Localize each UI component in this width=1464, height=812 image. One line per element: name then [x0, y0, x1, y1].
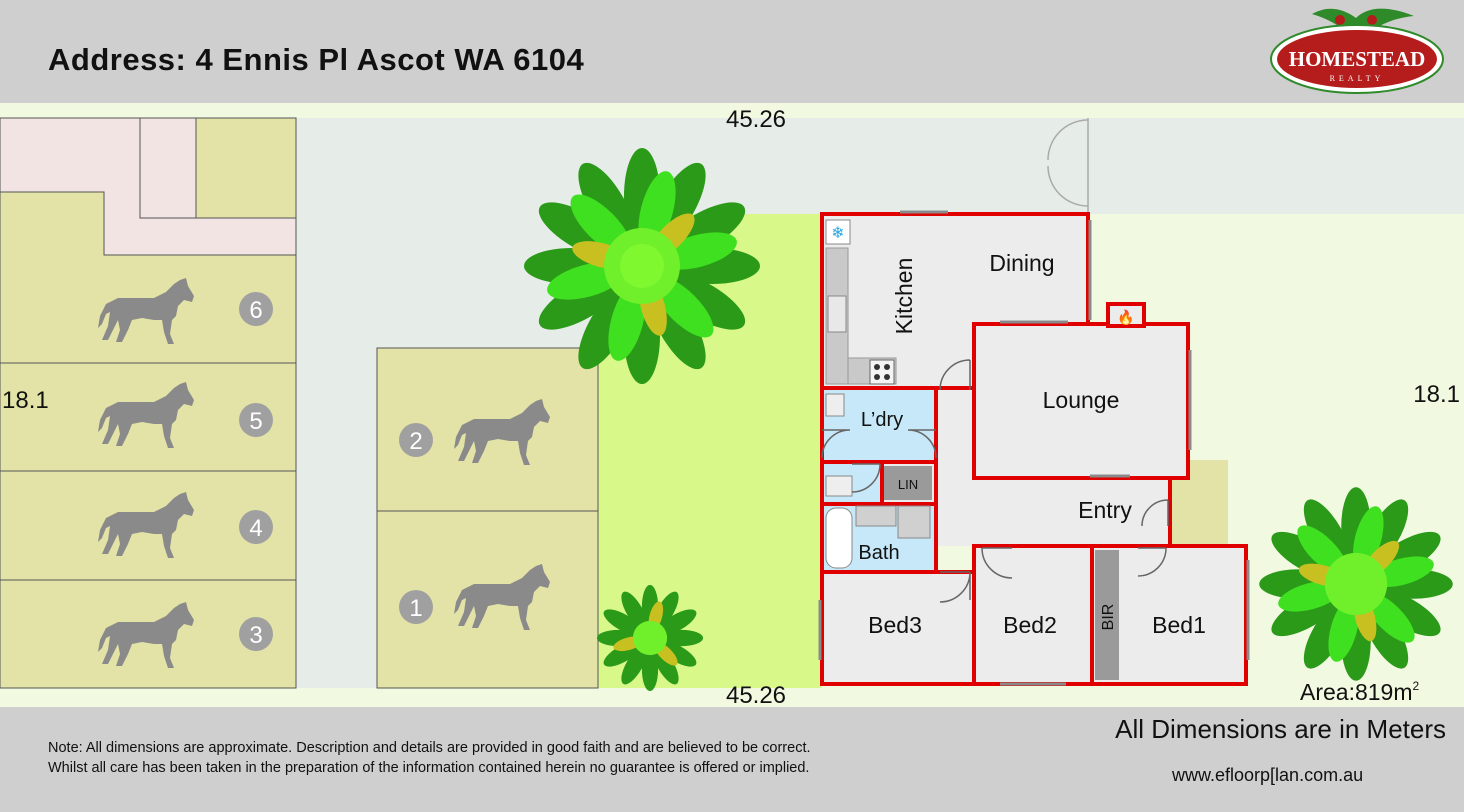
room-label-bir: BIR: [1100, 604, 1117, 631]
fireplace: [1106, 302, 1146, 328]
tree-icon: [596, 584, 704, 692]
tree-icon: [1259, 487, 1453, 681]
bed2-room: [972, 544, 1094, 686]
stable-number: 4: [249, 515, 262, 542]
logo-brand: HOMESTEAD: [1289, 47, 1426, 71]
room-label-dining: Dining: [989, 250, 1054, 276]
stable-block-left: [0, 117, 297, 689]
dimension-left: 18.1: [2, 387, 49, 414]
fire-icon: 🔥: [1117, 309, 1134, 326]
trough-icon: [825, 393, 845, 417]
area-label: Area:819m2: [1300, 679, 1420, 705]
header-bar: [0, 0, 1464, 103]
disclaimer-note: Note: All dimensions are approximate. De…: [48, 738, 811, 778]
house: 🔥 ❄: [818, 210, 1250, 686]
stable-number: 1: [409, 595, 422, 622]
gate-icon: [1047, 118, 1089, 212]
tree-icon: [524, 148, 760, 384]
vanity-icon: [855, 505, 897, 527]
svg-text:❄: ❄: [831, 223, 844, 242]
room-label-laundry: L’dry: [861, 409, 903, 431]
homestead-logo: HOMESTEAD REALTY: [1270, 8, 1444, 94]
room-label-kitchen: Kitchen: [891, 258, 917, 335]
lounge-room: [972, 322, 1190, 480]
dimension-top: 45.26: [726, 106, 786, 133]
stable-number: 3: [249, 622, 262, 649]
bathtub-icon: [825, 507, 853, 569]
sink-icon: [827, 295, 847, 333]
room-label-bed2: Bed2: [1003, 612, 1057, 638]
disclaimer-line: Note: All dimensions are approximate. De…: [48, 740, 811, 756]
stable-number: 2: [409, 428, 422, 455]
toilet-icon: [825, 475, 853, 497]
room-label-lounge: Lounge: [1043, 387, 1120, 413]
logo-sub: REALTY: [1330, 74, 1385, 83]
fridge-icon: [825, 219, 851, 245]
bed3-room: [820, 570, 976, 686]
room-label-entry: Entry: [1078, 497, 1132, 523]
dimension-right: 18.1: [1413, 381, 1460, 408]
disclaimer-line: Whilst all care has been taken in the pr…: [48, 760, 810, 776]
cooktop-icon: [869, 359, 895, 385]
footer-bar: [0, 707, 1464, 812]
room-label-bed1: Bed1: [1152, 612, 1206, 638]
stable-number: 6: [249, 297, 262, 324]
units-note: All Dimensions are in Meters: [1115, 714, 1446, 744]
shower-icon: [897, 505, 931, 539]
room-label-linen: LIN: [898, 477, 918, 492]
dimension-bottom: 45.26: [726, 682, 786, 709]
stable-block-middle: [376, 347, 599, 689]
website-link[interactable]: www.efloorp[lan.com.au: [1172, 765, 1364, 785]
address-title: Address: 4 Ennis Pl Ascot WA 6104: [48, 42, 585, 77]
driveway: [296, 118, 1464, 214]
stable-number: 5: [249, 408, 262, 435]
built-in-robe: [1095, 550, 1119, 680]
stable-badges: 6 5 4 3 2 1: [239, 292, 433, 651]
room-label-bath: Bath: [858, 542, 899, 564]
room-label-bed3: Bed3: [868, 612, 922, 638]
